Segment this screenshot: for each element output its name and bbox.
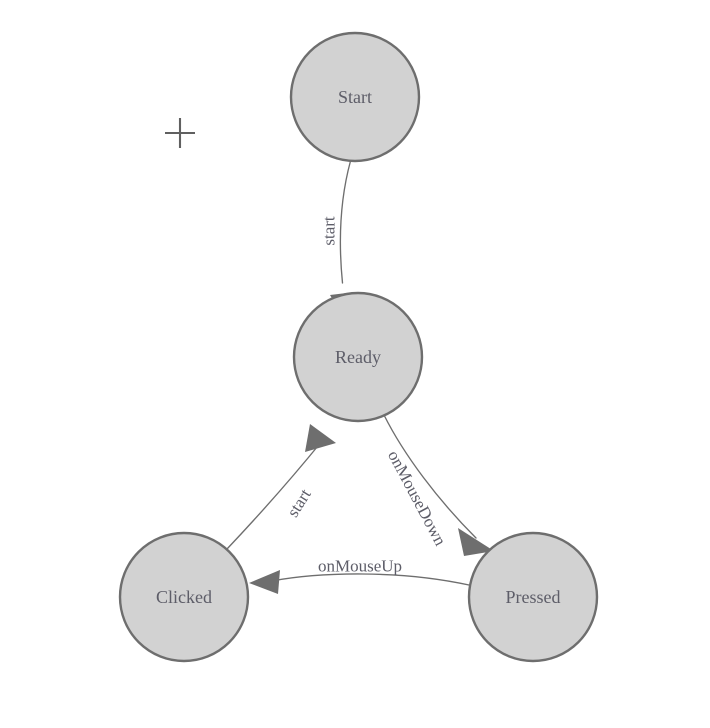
- state-node-clicked-shape[interactable]: [118, 531, 250, 663]
- edge-label-clicked-to-ready: start: [283, 485, 315, 520]
- edge-clicked-to-ready-arrowhead: [305, 424, 336, 452]
- crosshair-cursor: [165, 118, 195, 148]
- edge-pressed-to-clicked[interactable]: onMouseUp: [249, 557, 470, 595]
- state-node-pressed[interactable]: Pressed: [467, 531, 599, 663]
- edge-ready-to-pressed-arrowhead: [458, 528, 494, 556]
- state-node-start-label: Start: [338, 87, 372, 107]
- edges-layer: start onMouseDown onMouseUp start: [226, 160, 494, 595]
- edge-label-start-to-ready: start: [320, 216, 339, 246]
- nodes-layer: Start Ready Clicked Pressed: [118, 31, 599, 663]
- edge-clicked-to-ready[interactable]: start: [226, 424, 336, 550]
- edge-start-to-ready[interactable]: start: [320, 160, 356, 315]
- edge-label-pressed-to-clicked: onMouseUp: [318, 557, 402, 576]
- edge-start-to-ready-path[interactable]: [339, 160, 352, 284]
- state-node-pressed-label: Pressed: [506, 587, 561, 607]
- edge-clicked-to-ready-path[interactable]: [226, 440, 323, 550]
- edge-ready-to-pressed-path[interactable]: [383, 414, 477, 539]
- state-node-ready-label: Ready: [335, 347, 381, 367]
- edge-ready-to-pressed[interactable]: onMouseDown: [383, 414, 494, 556]
- edge-pressed-to-clicked-path[interactable]: [271, 573, 470, 586]
- state-node-ready[interactable]: Ready: [292, 291, 424, 423]
- edge-pressed-to-clicked-arrowhead: [249, 570, 280, 594]
- state-node-clicked[interactable]: Clicked: [118, 531, 250, 663]
- state-node-start[interactable]: Start: [289, 31, 421, 163]
- state-node-ready-shape[interactable]: [292, 291, 424, 423]
- state-node-clicked-label: Clicked: [156, 587, 212, 607]
- state-node-start-shape[interactable]: [289, 31, 421, 163]
- state-node-pressed-shape[interactable]: [467, 531, 599, 663]
